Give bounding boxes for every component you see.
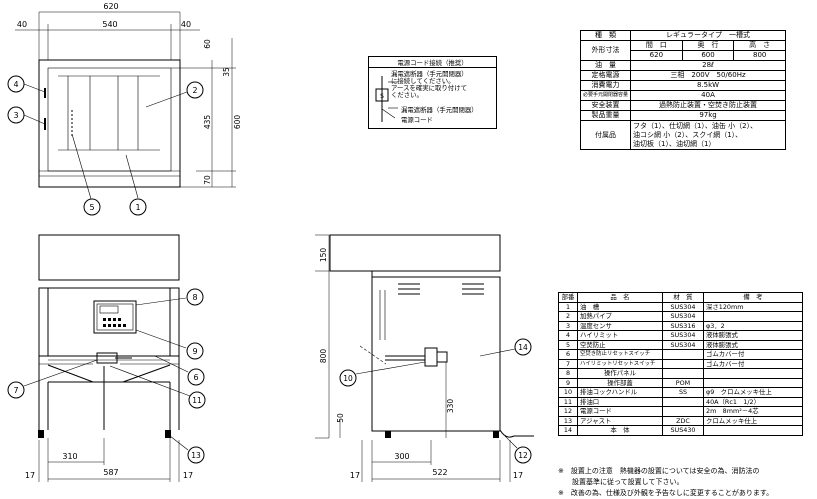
dim-522: 522 — [432, 468, 447, 477]
dim-435: 435 — [203, 115, 212, 130]
balloon-8: 8 — [192, 293, 197, 302]
spec-label-dims: 外形寸法 — [579, 40, 632, 61]
parts-head-name: 品 名 — [577, 292, 663, 303]
dim-540: 540 — [102, 20, 117, 29]
spec-label-consumption: 消費電力 — [579, 80, 632, 91]
parts-head-material: 材 質 — [662, 292, 704, 303]
dim-800: 800 — [319, 349, 328, 364]
balloon-11: 11 — [192, 396, 202, 405]
spec-label-oil: 油 量 — [579, 60, 632, 71]
spec-label-breaker: 必要手元開閉器容量 — [579, 90, 632, 101]
note-line-3: ※ 改善の為、仕様及び外観を予告なしに変更することがあります。 — [558, 489, 774, 497]
side-view: 150 800 50 330 300 522 17 17 10 14 12 — [315, 234, 534, 482]
dim-17-right: 17 — [183, 471, 193, 480]
cord-line-1: 漏電遮断器（手元開閉器） — [391, 70, 468, 78]
spec-label-type: 種 類 — [579, 30, 632, 41]
notes: ※ 設置上の注意 熱機器の設置については安全の為、消防法の 設置基準に従って設置… — [558, 466, 773, 499]
spec-label-safety: 安全装置 — [579, 100, 632, 111]
balloon-2: 2 — [192, 86, 197, 95]
balloon-14: 14 — [518, 343, 528, 352]
spec-value-power: 三相 200V 50/60Hz — [630, 70, 787, 81]
parts-head-no: 部番 — [558, 292, 578, 303]
dim-17-side-left: 17 — [350, 471, 360, 480]
cord-line-4: ください。 — [391, 91, 423, 99]
dim-40-left: 40 — [17, 20, 27, 29]
spec-val-width: 620 — [630, 50, 683, 61]
spec-head-height: 高 さ — [733, 40, 787, 51]
dim-330: 330 — [446, 399, 455, 414]
balloon-4: 4 — [13, 80, 18, 89]
spec-val-depth: 600 — [681, 50, 735, 61]
spec-head-depth: 奥 行 — [681, 40, 735, 51]
balloon-10: 10 — [343, 374, 353, 383]
dim-587: 587 — [103, 468, 118, 477]
spec-value-oil: 28ℓ — [630, 60, 787, 71]
cord-symbol: S — [375, 76, 398, 122]
dim-150: 150 — [319, 248, 328, 263]
cord-label-breaker: 漏電遮断器（手元開閉器） — [401, 106, 478, 114]
front-view: 310 587 17 17 8 9 6 7 11 13 — [7, 234, 206, 482]
dim-70: 70 — [203, 175, 212, 185]
note-line-1: ※ 設置上の注意 熱機器の設置については安全の為、消防法の — [558, 467, 760, 475]
spec-value-breaker: 40A — [630, 90, 787, 101]
cord-box-title: 電源コード接続（推奨） — [397, 59, 468, 67]
balloon-6: 6 — [193, 373, 198, 382]
spec-value-consumption: 8.5kW — [630, 80, 787, 91]
parts-head-note: 備 考 — [703, 292, 803, 303]
note-line-2: 設置基準に従って設置して下さい。 — [558, 478, 684, 486]
balloon-3: 3 — [13, 111, 18, 120]
spec-label-power: 定格電源 — [579, 70, 632, 81]
balloon-1: 1 — [135, 203, 140, 212]
dim-17-side-right: 17 — [513, 471, 523, 480]
balloon-5: 5 — [89, 203, 94, 212]
spec-head-width: 間 口 — [630, 40, 683, 51]
balloon-7: 7 — [13, 386, 18, 395]
dim-50: 50 — [336, 413, 345, 423]
cord-connection-box: 電源コード接続（推奨） 漏電遮断器（手元開閉器） に接続してください。 アースを… — [368, 56, 497, 129]
balloon-12: 12 — [518, 451, 528, 460]
spec-value-weight: 97kg — [630, 110, 787, 121]
cord-line-2: に接続してください。 — [391, 77, 455, 85]
dim-620: 620 — [103, 2, 118, 11]
top-view: 620 40 540 40 60 35 435 600 70 — [7, 2, 242, 216]
dim-17-left: 17 — [25, 471, 35, 480]
spec-table: 種 類 レギュラータイプ 一槽式 外形寸法 間 口 奥 行 高 さ 620 60… — [579, 30, 787, 150]
dim-600: 600 — [233, 115, 242, 130]
spec-label-accessories: 付属品 — [579, 120, 632, 150]
cord-label-cord: 電源コード — [401, 116, 433, 124]
spec-value-accessories: フタ（1）、仕切網（1）、油缶 小（2）、 油コシ網 小（2）、スクイ網（1）、… — [630, 120, 787, 150]
spec-val-height: 800 — [733, 50, 787, 61]
dim-60: 60 — [203, 39, 212, 49]
dim-40-right: 40 — [181, 20, 191, 29]
cord-line-3: アースを確実に取り付けて — [391, 84, 467, 92]
balloon-13: 13 — [191, 451, 201, 460]
spec-value-safety: 過熱防止装置・空焚き防止装置 — [630, 100, 787, 111]
dim-300: 300 — [394, 452, 409, 461]
spec-label-weight: 製品重量 — [579, 110, 632, 121]
dim-310: 310 — [62, 452, 77, 461]
spec-value-type: レギュラータイプ 一槽式 — [630, 30, 787, 41]
balloon-9: 9 — [192, 347, 197, 356]
dim-35: 35 — [222, 67, 231, 77]
svg-text:S: S — [380, 93, 384, 100]
